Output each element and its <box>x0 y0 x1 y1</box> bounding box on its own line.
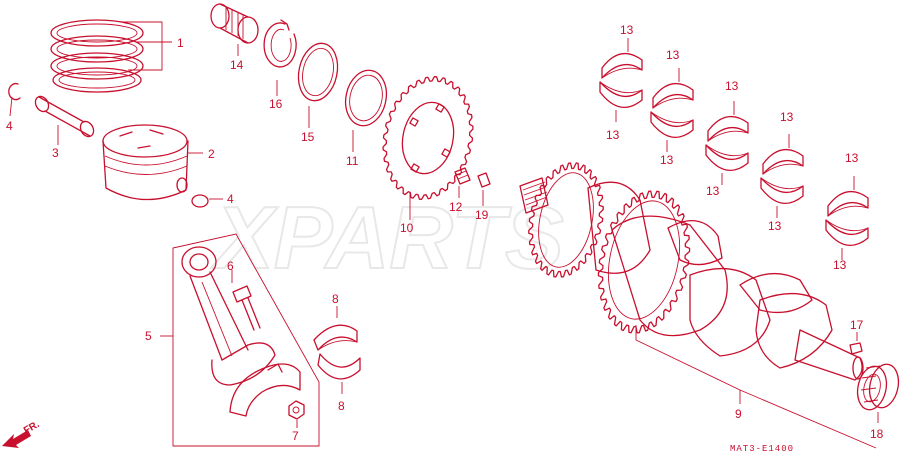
callout-8-upper: 8 <box>332 292 339 306</box>
callout-17: 17 <box>850 318 864 332</box>
woodruff-key-19[interactable] <box>477 172 491 206</box>
callout-13-i: 13 <box>845 151 859 165</box>
woodruff-key-17[interactable] <box>849 332 863 355</box>
callout-7: 7 <box>292 429 299 443</box>
diagram-code: MAT3-E1400 <box>730 444 794 454</box>
main-bearing-pair[interactable] <box>760 134 804 218</box>
callout-13-a: 13 <box>620 23 634 37</box>
callout-4-right: 4 <box>227 192 234 206</box>
front-marker-label: FR. <box>22 419 42 437</box>
callout-13-j: 13 <box>833 258 847 272</box>
callout-12: 12 <box>449 200 463 214</box>
callout-19: 19 <box>475 208 489 222</box>
rod-nut[interactable] <box>288 400 305 428</box>
callout-13-d: 13 <box>660 153 674 167</box>
main-bearing-shells[interactable] <box>599 38 869 260</box>
callout-13-h: 13 <box>768 219 782 233</box>
starter-driven-gear[interactable] <box>382 76 474 220</box>
connecting-rod-bearing-upper[interactable] <box>313 306 358 351</box>
callout-4-left: 4 <box>6 119 13 133</box>
callout-13-g: 13 <box>780 110 794 124</box>
callout-labels: 1 2 3 4 4 5 6 7 8 8 9 10 11 12 13 13 13 … <box>6 23 884 443</box>
front-direction-arrow: FR. <box>2 419 42 448</box>
callout-16: 16 <box>269 97 283 111</box>
callout-14: 14 <box>230 58 244 72</box>
callout-2: 2 <box>208 147 215 161</box>
piston-pin[interactable] <box>33 94 96 145</box>
callout-9: 9 <box>735 407 742 421</box>
piston-rings[interactable] <box>50 19 172 93</box>
snap-ring[interactable] <box>263 19 297 96</box>
callout-13-c: 13 <box>666 48 680 62</box>
main-bearing-pair[interactable] <box>599 38 643 122</box>
piston-pin-clip-right[interactable] <box>191 194 223 208</box>
callout-1: 1 <box>177 36 184 50</box>
callout-13-b: 13 <box>606 128 620 142</box>
watermark: XPARTS <box>210 188 564 287</box>
piston-pin-clip-left[interactable] <box>8 82 21 117</box>
rod-cap[interactable] <box>229 363 301 417</box>
connecting-rod-group-box <box>172 233 320 447</box>
crankshaft-end-bearing[interactable] <box>854 362 900 423</box>
needle-bearing[interactable] <box>210 3 259 56</box>
callout-8-lower: 8 <box>338 399 345 413</box>
dowel-pin-12[interactable] <box>454 167 471 198</box>
main-bearing-pair[interactable] <box>825 176 869 260</box>
callout-11: 11 <box>346 154 359 168</box>
starter-gear-washer[interactable] <box>341 66 392 152</box>
connecting-rod[interactable] <box>181 246 276 386</box>
callout-3: 3 <box>52 146 59 160</box>
thrust-washer[interactable] <box>293 40 342 128</box>
piston[interactable] <box>102 124 203 201</box>
callout-5: 5 <box>145 329 152 343</box>
main-bearing-pair[interactable] <box>705 101 749 185</box>
callout-13-f: 13 <box>706 184 720 198</box>
main-bearing-pair[interactable] <box>650 68 694 152</box>
callout-10: 10 <box>400 221 414 235</box>
callout-18: 18 <box>870 427 884 441</box>
callout-6: 6 <box>227 259 234 273</box>
callout-15: 15 <box>301 130 315 144</box>
crankshaft[interactable] <box>519 162 877 449</box>
rod-bolt[interactable] <box>231 270 261 331</box>
callout-13-e: 13 <box>725 79 739 93</box>
connecting-rod-bearing-lower[interactable] <box>317 353 361 394</box>
